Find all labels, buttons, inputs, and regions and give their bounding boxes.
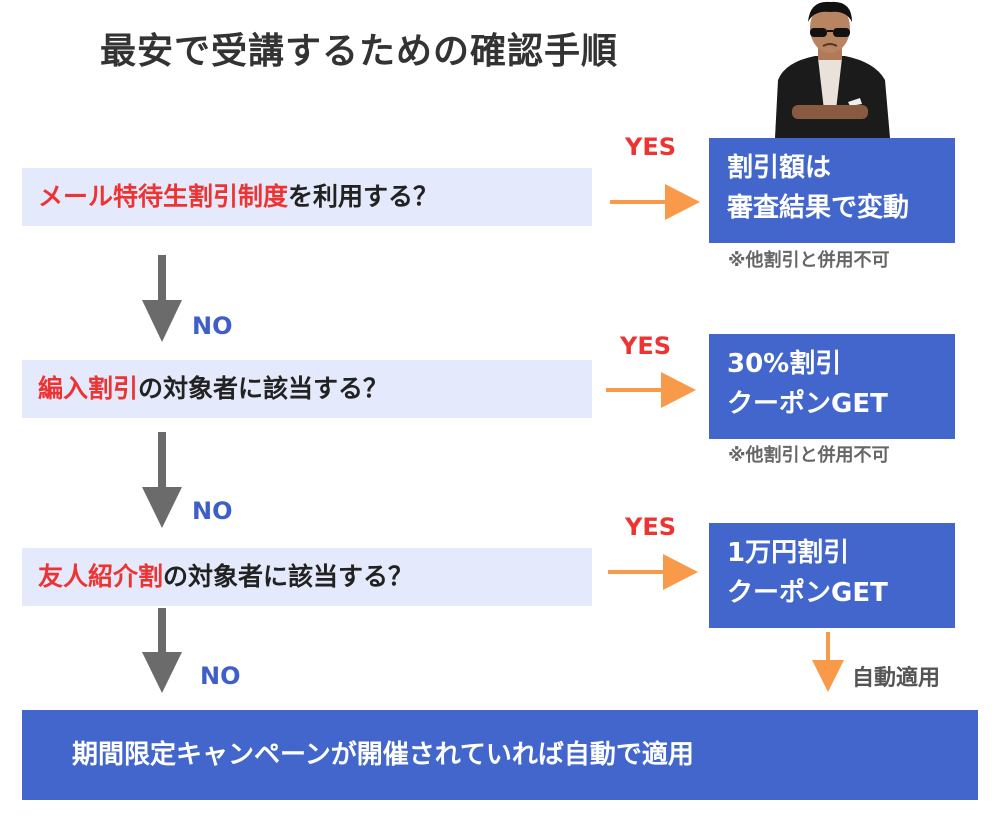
result-box-3: 1万円割引クーポンGET [709, 523, 955, 628]
page-title: 最安で受講するための確認手順 [100, 31, 619, 72]
auto-apply-label: 自動適用 [852, 666, 941, 691]
note-2: ※他割引と併用不可 [728, 445, 890, 466]
question-1: メール特待生割引制度を利用する？ [22, 168, 592, 226]
auto-apply-arrow [812, 632, 844, 692]
question-1-text: を利用する？ [288, 182, 439, 211]
question-2-highlight: 編入割引 [38, 374, 139, 403]
no-label-2: NO [192, 497, 233, 525]
man-in-suit-illustration [775, 1, 890, 138]
question-2-text: の対象者に該当する？ [138, 374, 389, 403]
question-3: 友人紹介割の対象者に該当する？ [22, 548, 592, 606]
result-2-line-2: クーポンGET [727, 389, 888, 419]
yes-arrow-3 [608, 554, 698, 590]
yes-arrow-2 [606, 372, 696, 408]
down-arrow-3 [142, 608, 182, 693]
no-label-1: NO [192, 312, 233, 340]
yes-label-3: YES [625, 513, 677, 541]
final-step-box: 期間限定キャンペーンが開催されていれば自動で適用 [22, 710, 978, 800]
result-1-line-2: 審査結果で変動 [727, 193, 910, 223]
question-3-text: の対象者に該当する？ [163, 562, 414, 591]
result-2-line-1: 30%割引 [727, 349, 842, 379]
question-2: 編入割引の対象者に該当する？ [22, 360, 592, 418]
result-3-line-1: 1万円割引 [727, 538, 850, 568]
no-label-3: NO [200, 662, 241, 690]
result-box-2: 30%割引クーポンGET [709, 334, 955, 439]
yes-label-2: YES [620, 332, 672, 360]
question-1-highlight: メール特待生割引制度 [38, 182, 289, 211]
yes-label-1: YES [625, 133, 677, 161]
question-3-highlight: 友人紹介割 [38, 562, 164, 591]
down-arrow-1 [142, 255, 182, 342]
result-box-1: 割引額は審査結果で変動 [709, 138, 955, 243]
note-1: ※他割引と併用不可 [728, 250, 890, 271]
result-3-line-2: クーポンGET [727, 578, 888, 608]
down-arrow-2 [142, 432, 182, 528]
result-1-line-1: 割引額は [727, 153, 832, 183]
yes-arrow-1 [610, 184, 700, 220]
